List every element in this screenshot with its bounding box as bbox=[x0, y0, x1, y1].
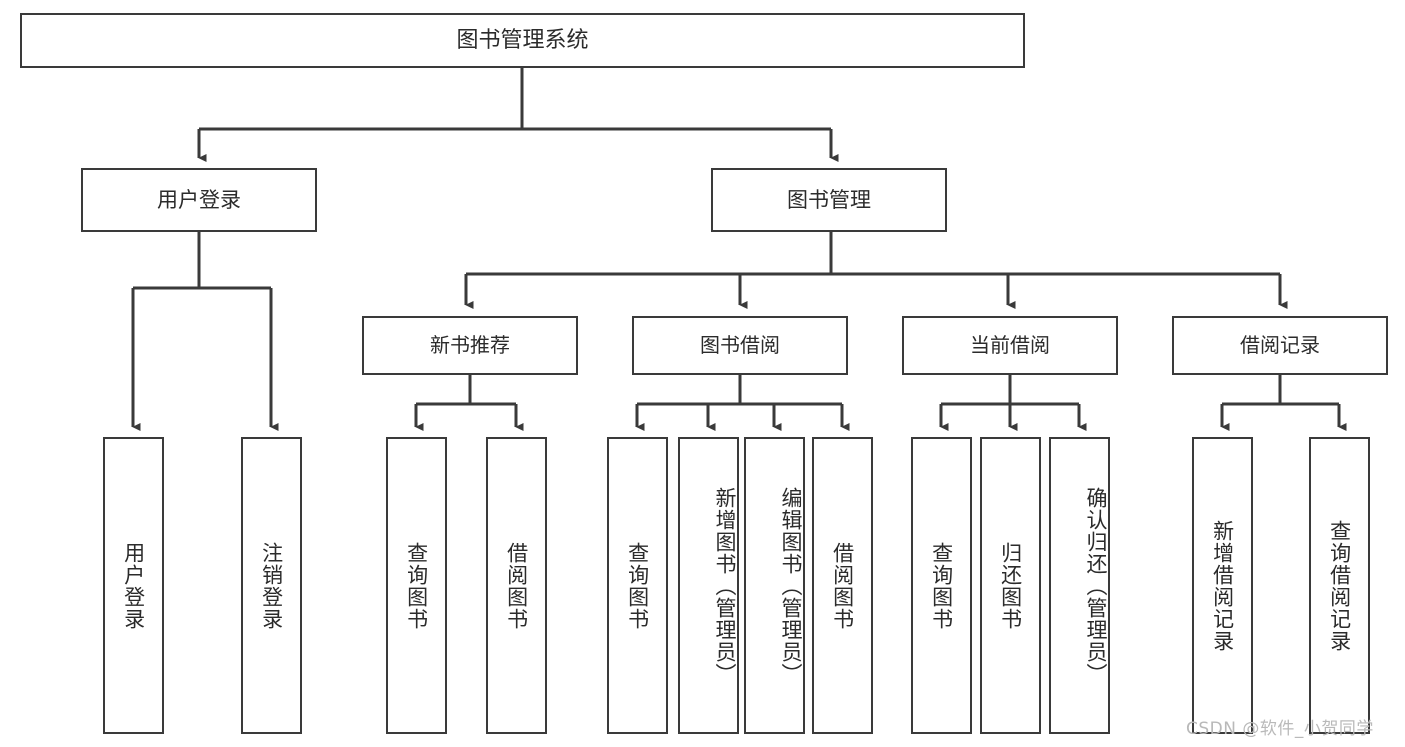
leaf-new-book-query-book[interactable]: 查询图书 bbox=[386, 437, 447, 734]
leaf-book-borrow-add-book-admin[interactable]: 新增图书（管理员） bbox=[678, 437, 739, 734]
node-root-system[interactable]: 图书管理系统 bbox=[20, 13, 1025, 68]
leaf-book-borrow-edit-book-admin[interactable]: 编辑图书（管理员） bbox=[744, 437, 805, 734]
leaf-book-borrow-query-book[interactable]: 查询图书 bbox=[607, 437, 668, 734]
node-book-management[interactable]: 图书管理 bbox=[711, 168, 947, 232]
leaf-book-borrow-borrow-book[interactable]: 借阅图书 bbox=[812, 437, 873, 734]
leaf-user-login-login[interactable]: 用户登录 bbox=[103, 437, 164, 734]
leaf-current-borrow-query-book[interactable]: 查询图书 bbox=[911, 437, 972, 734]
leaf-current-borrow-return-book[interactable]: 归还图书 bbox=[980, 437, 1041, 734]
node-new-book-recommend[interactable]: 新书推荐 bbox=[362, 316, 578, 375]
node-book-borrow[interactable]: 图书借阅 bbox=[632, 316, 848, 375]
leaf-current-borrow-confirm-return-admin[interactable]: 确认归还（管理员） bbox=[1049, 437, 1110, 734]
leaf-borrow-record-query-record[interactable]: 查询借阅记录 bbox=[1309, 437, 1370, 734]
leaf-user-login-logout[interactable]: 注销登录 bbox=[241, 437, 302, 734]
leaf-new-book-borrow-book[interactable]: 借阅图书 bbox=[486, 437, 547, 734]
node-current-borrow[interactable]: 当前借阅 bbox=[902, 316, 1118, 375]
node-user-login[interactable]: 用户登录 bbox=[81, 168, 317, 232]
csdn-watermark: CSDN @软件_小贺同学 bbox=[1186, 719, 1374, 739]
leaf-borrow-record-add-record[interactable]: 新增借阅记录 bbox=[1192, 437, 1253, 734]
node-borrow-record[interactable]: 借阅记录 bbox=[1172, 316, 1388, 375]
